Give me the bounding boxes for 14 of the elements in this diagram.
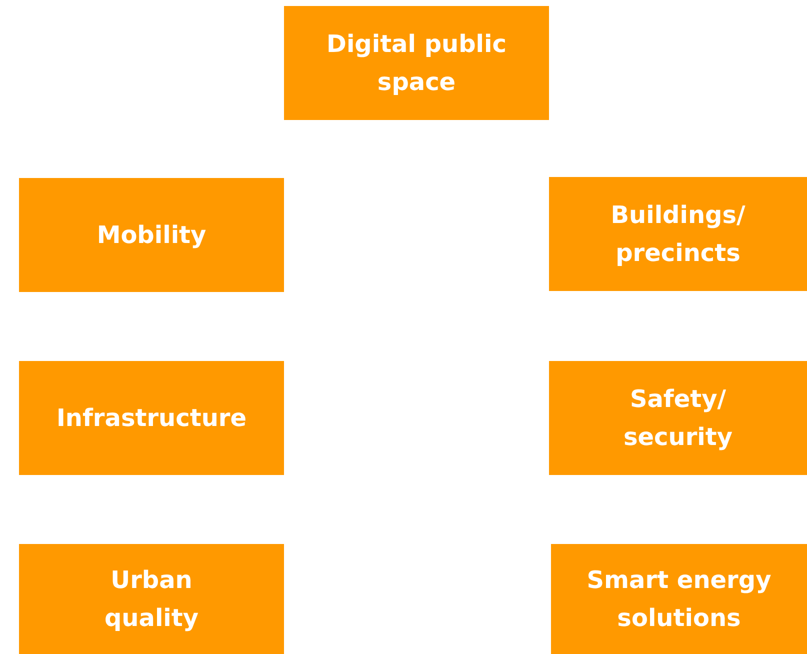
box-label: Safety/ security <box>622 384 734 453</box>
category-box <box>549 177 807 291</box>
box-label: Digital public space <box>326 29 508 98</box>
category-box <box>549 361 807 475</box>
category-box <box>551 544 807 654</box>
box-label: Buildings/ precincts <box>610 200 746 269</box>
box-label: Smart energy solutions <box>586 565 772 634</box>
box-label: Urban quality <box>103 565 200 634</box>
category-box <box>19 544 284 654</box>
category-box <box>19 178 284 292</box>
category-box <box>19 361 284 475</box>
box-label: Mobility <box>96 220 206 251</box>
category-box <box>284 6 549 120</box>
box-label: Infrastructure <box>56 403 247 434</box>
